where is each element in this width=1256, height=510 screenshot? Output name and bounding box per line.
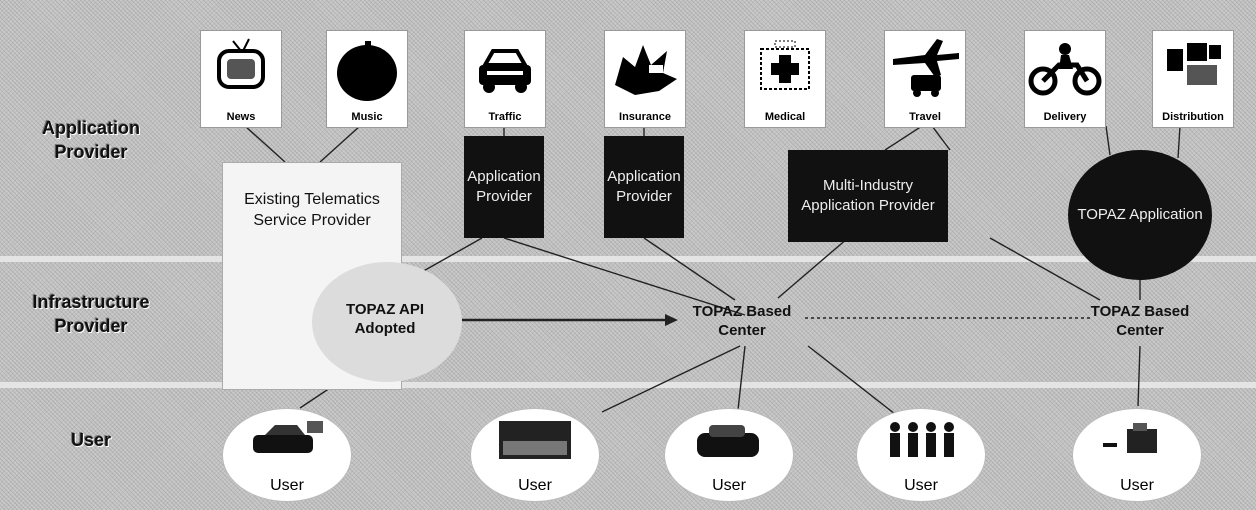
app-label: Travel [909,111,941,123]
app-card-medical: Medical [744,30,826,128]
band-separator [0,256,1256,262]
multi-industry-provider-box: Multi-Industry Application Provider [788,150,948,242]
row-label-application-provider: Application Provider [42,118,140,162]
user-label: User [270,477,304,494]
device-user-icon [499,421,571,459]
app-card-distribution: Distribution [1152,30,1234,128]
app-label: Insurance [619,111,671,123]
app-card-music: Music [326,30,408,128]
user-oval-3: User [664,408,794,502]
boxes-icon [1167,43,1221,85]
app-card-travel: Travel [884,30,966,128]
app-label: Music [351,111,383,123]
user-oval-2: User [470,408,600,502]
user-oval-4: User [856,408,986,502]
app-label: Delivery [1043,111,1087,123]
vehicle-user-icon [697,425,759,457]
provider-label: Application Provider [467,168,541,205]
topaz-api-adopted-oval [312,262,462,382]
people-user-icon [890,422,954,457]
provider-label: Multi-Industry Application Provider [801,177,935,214]
app-label: Distribution [1162,111,1224,123]
row-label-infrastructure-provider: Infrastructure Provider [32,292,150,336]
first-aid-kit-icon [760,40,810,90]
topaz-based-center-2: TOPAZ Based Center [1090,303,1190,339]
application-provider-box-1: Application Provider [464,136,544,238]
app-card-delivery: Delivery [1024,30,1106,128]
band-separator [0,382,1256,388]
tv-icon [217,38,265,89]
plane-car-icon [893,39,959,97]
application-provider-box-2: Application Provider [604,136,684,238]
existing-provider-label: Existing Telematics Service Provider [244,191,380,229]
user-label: User [1120,477,1154,494]
car-icon [479,49,531,93]
user-oval-1: User [222,408,352,502]
user-oval-5: User [1072,408,1202,502]
app-label: News [226,111,256,123]
app-label: Traffic [488,111,522,123]
home-user-icon [1103,423,1157,453]
crash-icon [615,45,677,95]
car-user-icon [253,421,323,453]
user-label: User [904,477,938,494]
app-card-traffic: Traffic [464,30,546,128]
app-card-news: News [200,30,282,128]
provider-label: Application Provider [607,168,681,205]
user-label: User [518,477,552,494]
topaz-application-circle: TOPAZ Application [1068,150,1212,280]
row-label-user: User [70,430,112,450]
topaz-based-center-1: TOPAZ Based Center [692,303,792,339]
app-label: Medical [764,111,806,123]
app-card-insurance: Insurance [604,30,686,128]
music-disc-icon [337,41,397,101]
motorcycle-icon [1028,43,1102,96]
user-label: User [712,477,746,494]
topaz-api-adopted-label: TOPAZ API Adopted [345,301,425,337]
topaz-application-label: TOPAZ Application [1077,206,1203,223]
